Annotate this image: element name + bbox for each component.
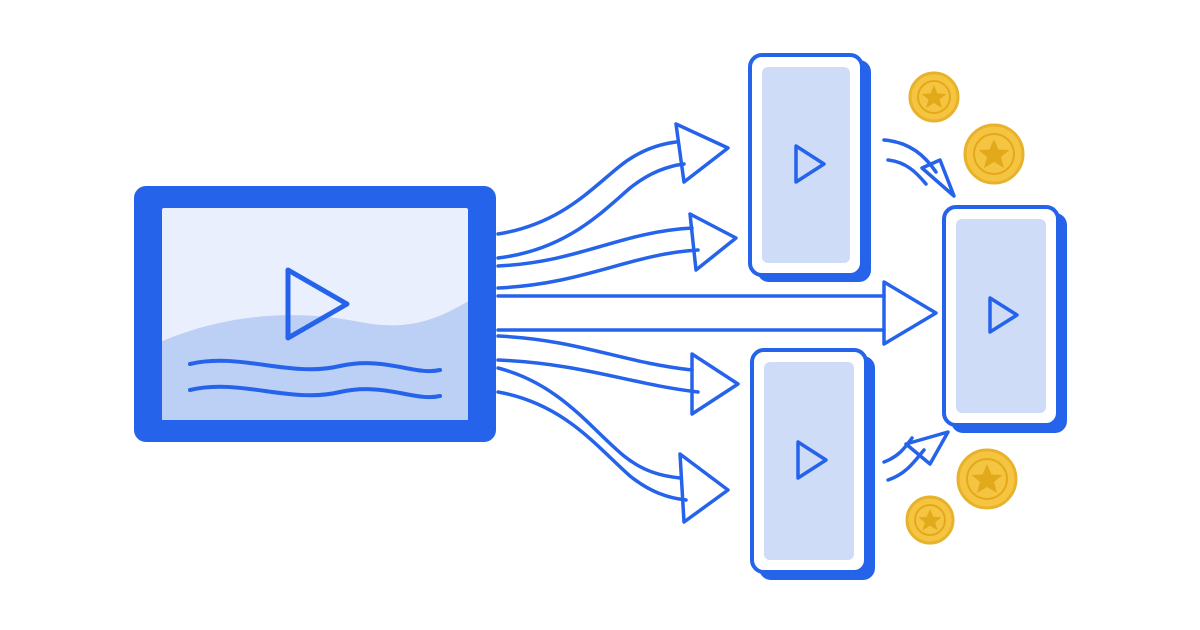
source-wave-line-1 [188,358,442,374]
star-coin-icon [956,448,1018,510]
arrow-upper-mid-outer [496,226,694,268]
star-coin-icon [963,123,1025,185]
play-icon [988,296,1019,334]
arrow-lower-mid-outer [496,334,694,372]
small-arrow-bottom-head [904,430,950,466]
arrow-lower-mid-inner [496,358,700,394]
arrow-top-inner [496,162,686,260]
arrow-top-head [674,122,730,184]
small-arrow-top-head [920,158,956,198]
arrow-upper-mid-inner [496,248,700,290]
source-wave-line-2 [188,384,442,400]
phone-bottom-screen [764,362,854,560]
play-icon [794,144,826,184]
star-coin-icon [908,71,960,123]
flow-arrows [496,122,938,524]
star-coin-icon [905,495,955,545]
arrow-top-outer [496,140,678,236]
source-video-frame [134,186,496,442]
arrow-bottom-outer [496,366,682,480]
arrow-lower-mid-head [690,352,740,416]
play-icon [796,440,828,480]
arrow-middle-head [882,280,938,346]
phone-top-screen [762,67,850,263]
arrow-upper-mid-head [688,212,738,272]
coins [905,71,1025,545]
arrow-bottom-inner [496,390,688,502]
output-video-top [748,53,871,282]
output-video-right [942,205,1067,433]
small-arrow-bottom [882,436,926,482]
play-icon [285,267,350,341]
output-video-bottom [750,348,875,580]
arrow-bottom-head [678,452,730,524]
monetize-arrows [882,138,956,482]
small-arrow-top [882,138,938,186]
phone-right-screen [956,219,1046,413]
